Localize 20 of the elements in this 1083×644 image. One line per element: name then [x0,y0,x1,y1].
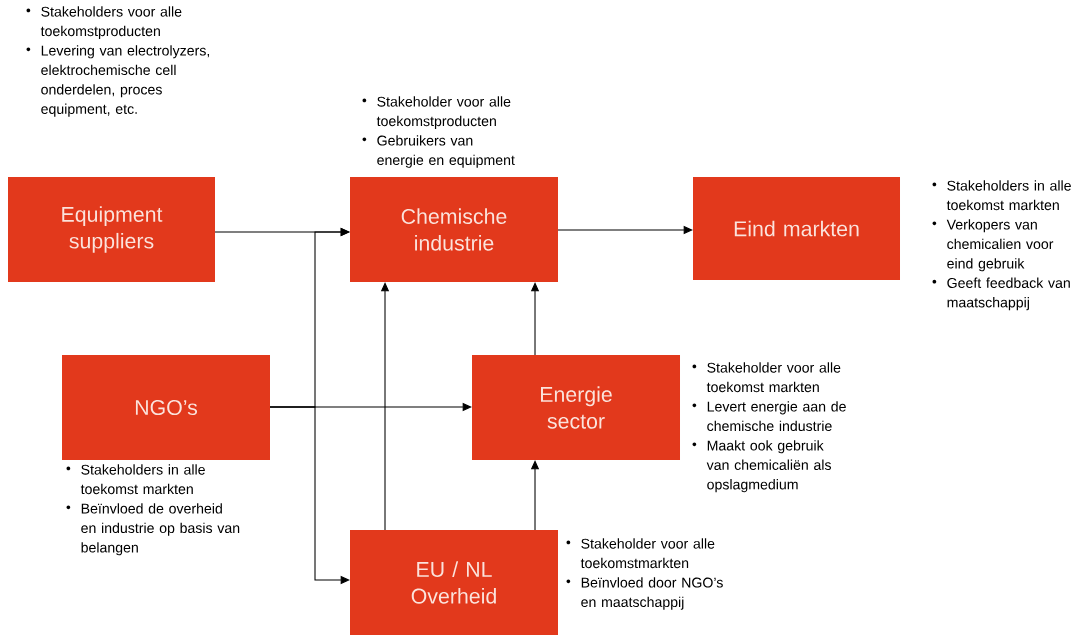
bullet-text: Levering van electrolyzers, elektrochemische cell onderdelen, proces equipment, etc. [41,45,209,117]
bullet-text: Beïnvloed door NGO’s en maatschappij [581,577,723,610]
process-box: Chemische industrie [350,177,558,282]
process-box: NGO’s [62,355,270,460]
bullet-text: Geeft feedback van maatschappij [947,277,1070,311]
bullet-text: Stakeholders in alle toekomst markten [80,464,205,495]
process-box: Eind markten [693,177,900,280]
process-box: EU / NL Overheid [350,530,558,635]
bullet-text: Stakeholder voor alle toekomstproducten [376,96,511,129]
bullet-text: Stakeholder voor alle toekomstmarkten [580,538,715,569]
bullet-text: Stakeholder voor alle toekomst markten [706,362,841,393]
bullet-text: Stakeholders in alle toekomst markten [946,180,1071,211]
bullet-text: Verkopers van chemicalien voor eind gebruik [946,219,1054,272]
bullet-text: Maakt ook gebruik van chemicaliën als opslagmedium [706,440,831,493]
process-box: Energie sector [472,355,680,460]
bullet-text: Stakeholders voor alle toekomstproducten [40,6,182,39]
bullet-text: Levert energie aan de chemische industrie [707,401,846,432]
bullet-text: Beïnvloed de overheid en industrie op basis van belangen [81,503,240,556]
process-box: Equipment suppliers [8,177,215,282]
bullet-text: Gebruikers van energie en equipment [377,135,515,168]
